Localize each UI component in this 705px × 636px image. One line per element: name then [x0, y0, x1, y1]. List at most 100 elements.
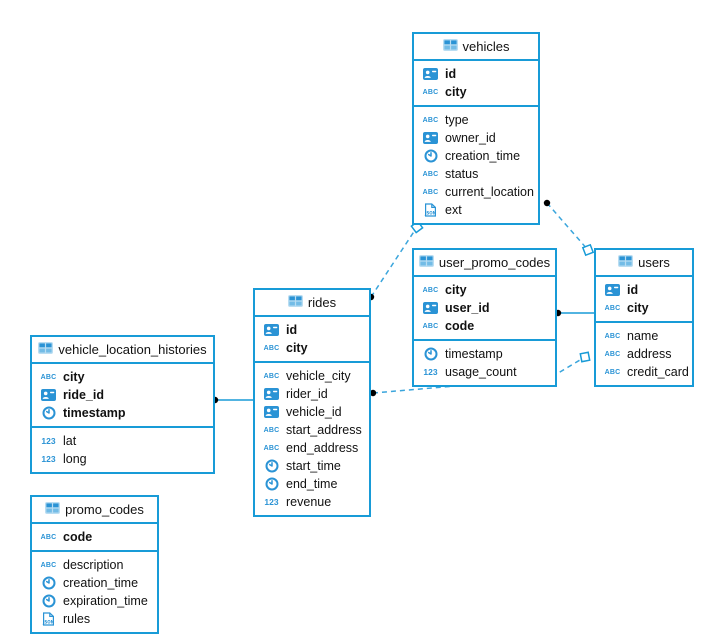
text-type-icon: ABC [604, 350, 621, 358]
text-type-icon: ABC [40, 561, 57, 569]
table-header[interactable]: vehicles [414, 34, 538, 61]
column-name: end_time [286, 477, 338, 491]
column-name: ext [445, 203, 462, 217]
column-name: rider_id [286, 387, 328, 401]
column-row[interactable]: expiration_time [32, 592, 157, 610]
column-row[interactable]: creation_time [32, 574, 157, 592]
number-type-icon: 123 [264, 497, 279, 507]
table-header[interactable]: promo_codes [32, 497, 157, 524]
table-header[interactable]: users [596, 250, 692, 277]
column-row[interactable]: creation_time [414, 147, 538, 165]
column-name: end_address [286, 441, 359, 455]
column-row[interactable]: 123 usage_count [414, 363, 555, 381]
time-type-icon [40, 406, 57, 420]
table-icon [618, 255, 634, 270]
number-type-icon: 123 [41, 436, 56, 446]
column-name: address [627, 347, 672, 361]
column-row[interactable]: 123 revenue [255, 493, 369, 511]
text-type-icon: ABC [604, 332, 621, 340]
column-name: usage_count [445, 365, 517, 379]
column-name: creation_time [63, 576, 139, 590]
relation-endpoint-dot [543, 199, 551, 207]
column-row[interactable]: ABC name [596, 327, 692, 345]
text-type-icon: ABC [422, 322, 439, 330]
number-type-icon: 123 [423, 367, 438, 377]
column-name: credit_card [627, 365, 689, 379]
column-row[interactable]: end_time [255, 475, 369, 493]
svg-text:JSON: JSON [424, 211, 436, 216]
text-type-icon: ABC [422, 188, 439, 196]
column-row[interactable]: timestamp [32, 404, 213, 422]
svg-text:JSON: JSON [42, 620, 54, 625]
column-row[interactable]: timestamp [414, 345, 555, 363]
column-row[interactable]: id [414, 65, 538, 83]
column-name: name [627, 329, 659, 343]
column-row[interactable]: ABC credit_card [596, 363, 692, 381]
column-name: revenue [286, 495, 332, 509]
column-row[interactable]: owner_id [414, 129, 538, 147]
column-row[interactable]: ABC address [596, 345, 692, 363]
column-name: long [63, 452, 87, 466]
column-name: id [286, 323, 298, 337]
json-type-icon: JSON [422, 203, 439, 217]
column-row[interactable]: id [255, 321, 369, 339]
column-name: id [445, 67, 457, 81]
column-row[interactable]: user_id [414, 299, 555, 317]
text-type-icon: ABC [604, 368, 621, 376]
column-name: city [286, 341, 308, 355]
time-type-icon [422, 347, 439, 361]
table-title: user_promo_codes [438, 255, 551, 270]
column-row[interactable]: ride_id [32, 386, 213, 404]
id-type-icon [263, 406, 280, 418]
column-name: city [445, 283, 467, 297]
table-header[interactable]: user_promo_codes [414, 250, 555, 277]
column-row[interactable]: rider_id [255, 385, 369, 403]
column-name: city [63, 370, 85, 384]
table-header[interactable]: vehicle_location_histories [32, 337, 213, 364]
relation-line-rides-vehicles [370, 226, 418, 298]
column-row[interactable]: JSON ext [414, 201, 538, 219]
time-type-icon [40, 594, 57, 608]
column-row[interactable]: vehicle_id [255, 403, 369, 421]
text-type-icon: ABC [40, 533, 57, 541]
column-name: lat [63, 434, 77, 448]
column-name: expiration_time [63, 594, 148, 608]
relation-line-vehicles-users [546, 202, 589, 251]
table-header[interactable]: rides [255, 290, 369, 317]
column-row[interactable]: start_time [255, 457, 369, 475]
text-type-icon: ABC [263, 426, 280, 434]
relation-endpoint-diamond [581, 243, 595, 257]
column-row[interactable]: id [596, 281, 692, 299]
column-name: id [627, 283, 639, 297]
column-name: code [63, 530, 93, 544]
key-columns-section: ABC code [32, 524, 157, 552]
time-type-icon [263, 459, 280, 473]
column-row[interactable]: 123 lat [32, 432, 213, 450]
column-row[interactable]: ABC code [32, 528, 157, 546]
